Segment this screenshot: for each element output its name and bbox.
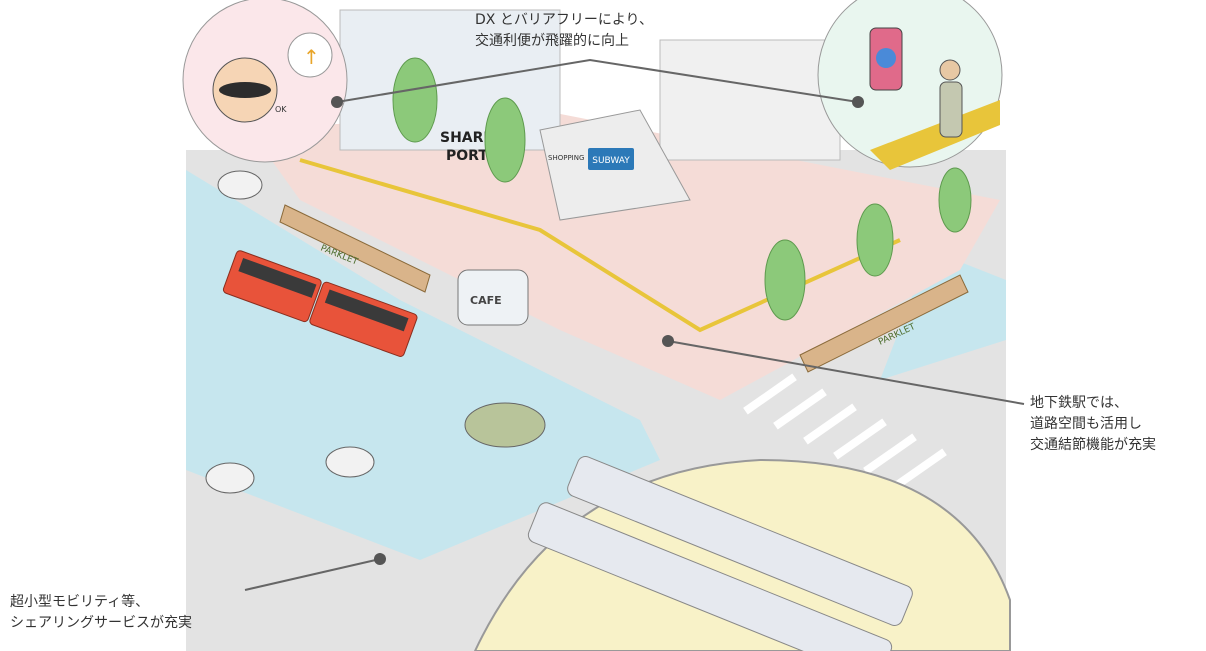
phone-arrow-icon xyxy=(876,48,896,68)
subway-sign-bg xyxy=(588,148,634,170)
cafe-truck xyxy=(457,269,529,326)
leader-right xyxy=(667,340,1025,405)
tree xyxy=(856,203,894,277)
subway-trains xyxy=(527,456,913,651)
share-port-sign-1: SHARE xyxy=(440,130,493,146)
tree xyxy=(392,57,438,143)
leader-left xyxy=(244,558,381,591)
trees xyxy=(392,57,972,321)
car xyxy=(464,402,546,448)
building-right xyxy=(659,39,841,161)
tree xyxy=(938,167,972,233)
parklet-left xyxy=(279,204,431,293)
micro-mobility-car xyxy=(325,446,375,478)
callout-line: 道路空間も活用し xyxy=(1030,416,1142,432)
callout-line: DX とバリアフリーにより、 xyxy=(475,12,653,28)
parklet-right xyxy=(799,274,969,373)
callout-line: 交通結節機能が充実 xyxy=(1030,437,1156,453)
ok-label: OK xyxy=(275,105,287,114)
callout-dx-barrier-free: DX とバリアフリーにより、 交通利便が飛躍的に向上 xyxy=(475,10,653,52)
bike-lane-left xyxy=(186,170,660,560)
elderly-person-body xyxy=(939,81,963,138)
subway-sign: SUBWAY xyxy=(592,156,630,166)
up-arrow-icon: ↑ xyxy=(303,45,320,69)
tactile-paving xyxy=(870,100,1000,170)
share-port-sign-2: PORT xyxy=(446,148,488,164)
callout-line: 地下鉄駅では、 xyxy=(1030,395,1128,411)
callout-line: シェアリングサービスが充実 xyxy=(10,615,192,631)
tree xyxy=(484,97,526,183)
callout-micro-mobility: 超小型モビリティ等、 シェアリングサービスが充実 xyxy=(10,592,192,634)
callout-line: 超小型モビリティ等、 xyxy=(10,594,150,610)
cafe-sign: CAFE xyxy=(470,294,502,307)
bubble-navigation xyxy=(287,32,333,78)
tree xyxy=(764,239,806,321)
articulated-bus xyxy=(222,250,418,357)
callout-line: 交通利便が飛躍的に向上 xyxy=(475,33,629,49)
micro-mobility-car xyxy=(217,170,263,200)
plaza xyxy=(250,110,1000,400)
smart-glasses-icon xyxy=(219,82,271,98)
callout-subway-station: 地下鉄駅では、 道路空間も活用し 交通結節機能が充実 xyxy=(1030,393,1156,456)
crosswalk xyxy=(743,373,947,490)
shopping-sign: SHOPPING xyxy=(548,154,584,162)
leader-lines xyxy=(244,58,1025,591)
micro-mobility-car xyxy=(205,462,255,494)
leader-dots xyxy=(331,96,864,565)
bike-lane-right xyxy=(880,250,1006,380)
leader-top xyxy=(336,58,859,103)
elderly-person xyxy=(939,59,961,81)
